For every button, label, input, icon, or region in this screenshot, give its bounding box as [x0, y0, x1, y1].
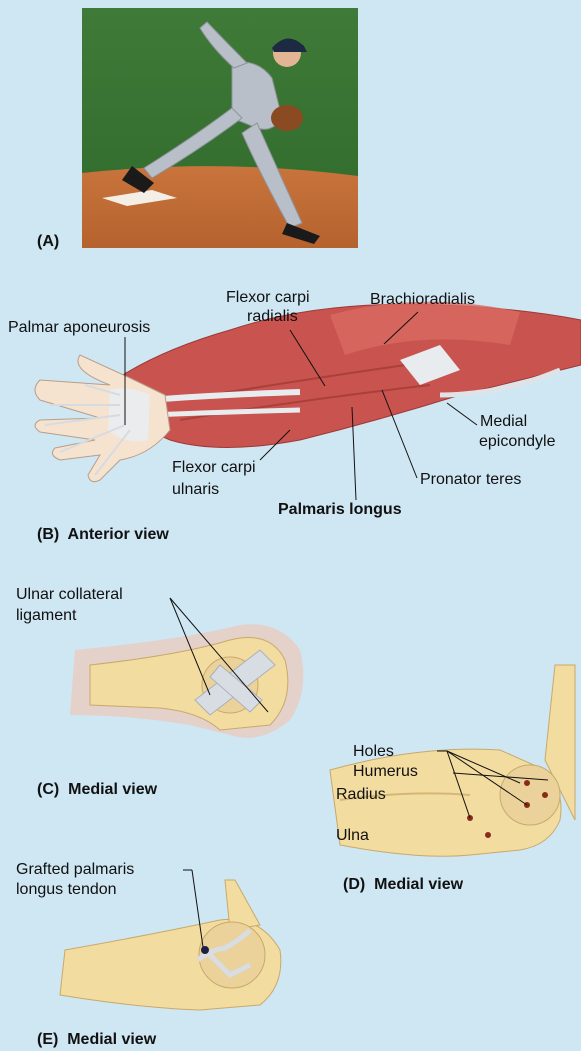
label-flexor-carpi-radialis-line1: Flexor carpi [226, 288, 310, 307]
panel-d-caption: (D) Medial view [343, 875, 463, 894]
label-grafted-tendon-line1: Grafted palmaris [16, 860, 134, 879]
panel-e-letter: (E) [37, 1031, 58, 1048]
panel-d-title: Medial view [374, 876, 463, 893]
label-holes: Holes [353, 742, 394, 761]
panel-c-letter: (C) [37, 781, 59, 798]
panel-e-caption: (E) Medial view [37, 1030, 156, 1049]
label-brachioradialis: Brachioradialis [370, 290, 475, 309]
panel-b-caption: (B) Anterior view [37, 525, 169, 544]
label-grafted-tendon-line2: longus tendon [16, 880, 117, 899]
label-ulna: Ulna [336, 826, 369, 845]
label-medial-epicondyle-line2: epicondyle [479, 432, 556, 451]
panel-d-letter: (D) [343, 876, 365, 893]
label-flexor-carpi-ulnaris-line1: Flexor carpi [172, 458, 256, 477]
label-humerus: Humerus [353, 762, 418, 781]
label-radius: Radius [336, 785, 386, 804]
label-ulnar-collateral-line1: Ulnar collateral [16, 585, 123, 604]
label-flexor-carpi-radialis-line2: radialis [247, 307, 298, 326]
label-flexor-carpi-ulnaris-line2: ulnaris [172, 480, 219, 499]
label-palmar-aponeurosis: Palmar aponeurosis [8, 318, 150, 337]
label-pronator-teres: Pronator teres [420, 470, 521, 489]
panel-c-title: Medial view [68, 781, 157, 798]
label-palmaris-longus: Palmaris longus [278, 500, 402, 519]
panel-c-caption: (C) Medial view [37, 780, 157, 799]
panel-b-title: Anterior view [68, 526, 169, 543]
label-medial-epicondyle-line1: Medial [480, 412, 527, 431]
panel-b-letter: (B) [37, 526, 59, 543]
label-ulnar-collateral-line2: ligament [16, 606, 76, 625]
panel-e-title: Medial view [67, 1031, 156, 1048]
